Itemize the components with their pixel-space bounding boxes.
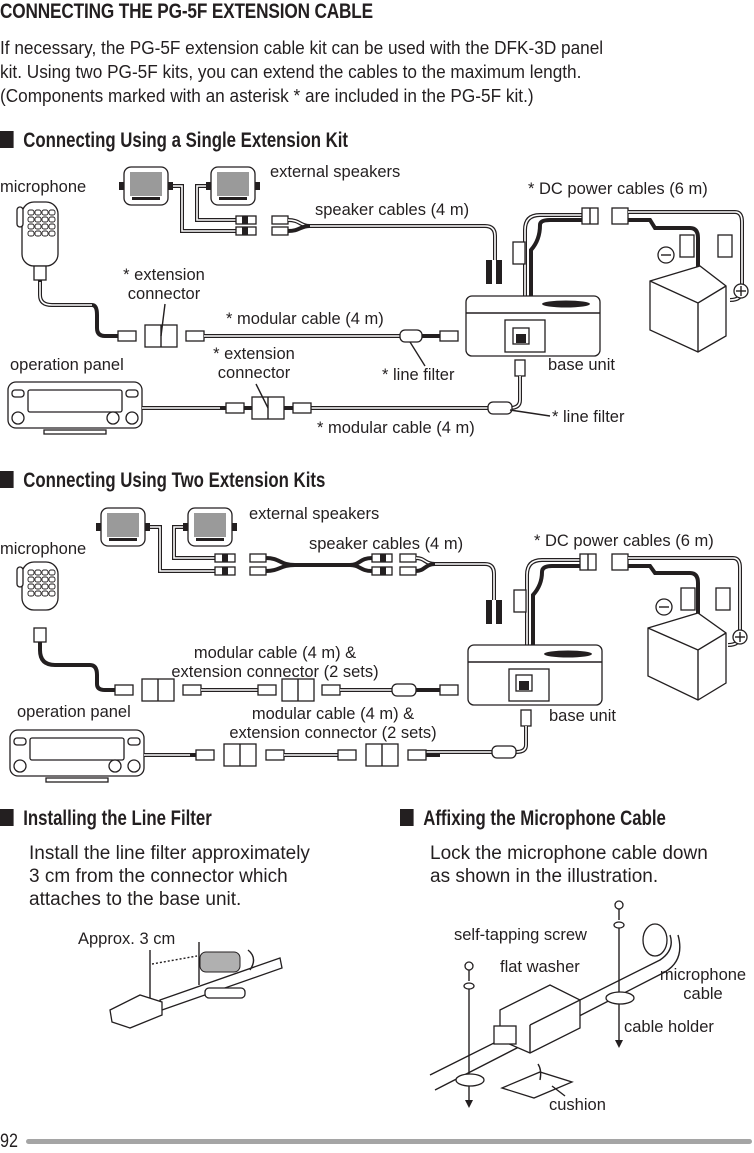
base-unit-icon — [465, 295, 601, 357]
bullet-square-icon — [0, 471, 14, 488]
intro-line: kit. Using two PG-5F kits, you can exten… — [0, 61, 582, 82]
label-operation-panel: operation panel — [10, 356, 124, 374]
paragraph-line: Lock the microphone cable down — [430, 843, 708, 864]
microphone-icon — [16, 201, 59, 281]
label-approx-distance: Approx. 3 cm — [78, 930, 176, 948]
label-microphone-cable: microphone cable — [652, 966, 754, 1004]
intro-paragraph: If necessary, the PG-5F extension cable … — [0, 36, 754, 108]
label-line: modular cable (4 m) & — [193, 644, 357, 662]
heading-text: Connecting Using Two Extension Kits — [23, 469, 326, 492]
line-filter-instructions: Install the line filter approximately 3 … — [29, 842, 310, 911]
heading-text: Affixing the Microphone Cable — [423, 807, 666, 830]
speaker-icon — [206, 166, 260, 206]
label-line: cable — [683, 985, 723, 1003]
label-modular-set: modular cable (4 m) & extension connecto… — [208, 705, 458, 743]
mic-cable-instructions: Lock the microphone cable down as shown … — [430, 842, 708, 888]
page-title: CONNECTING THE PG-5F EXTENSION CABLE — [0, 0, 373, 23]
label-line: modular cable (4 m) & — [251, 705, 415, 723]
paragraph-line: as shown in the illustration. — [430, 866, 659, 887]
label-base-unit: base unit — [549, 707, 616, 725]
label-modular-set: modular cable (4 m) & extension connecto… — [150, 644, 400, 682]
intro-line: If necessary, the PG-5F extension cable … — [0, 37, 604, 58]
label-microphone: microphone — [0, 540, 87, 558]
page-number: 92 — [0, 1131, 18, 1152]
label-extension-connector: * extension connector — [108, 266, 220, 304]
bullet-square-icon — [0, 131, 14, 148]
operation-panel-icon — [7, 381, 143, 435]
label-dc-power-cables: * DC power cables (6 m) — [528, 180, 708, 198]
section-heading-two-kits: Connecting Using Two Extension Kits — [0, 469, 325, 493]
footer-rule — [26, 1139, 752, 1144]
label-modular-cable: * modular cable (4 m) — [226, 310, 384, 328]
screw-icon — [613, 900, 625, 1040]
label-modular-cable: * modular cable (4 m) — [317, 419, 475, 437]
battery-icon — [649, 265, 727, 353]
label-external-speakers: external speakers — [249, 505, 380, 523]
section-heading-single-kit: Connecting Using a Single Extension Kit — [0, 129, 348, 153]
label-speaker-cables: speaker cables (4 m) — [315, 201, 470, 219]
label-cable-holder: cable holder — [624, 1018, 714, 1036]
label-base-unit: base unit — [548, 356, 615, 374]
label-dc-power-cables: * DC power cables (6 m) — [534, 532, 714, 550]
label-extension-connector: * extension connector — [198, 345, 310, 383]
paragraph-line: Install the line filter approximately — [29, 843, 310, 864]
base-unit-icon — [467, 644, 603, 706]
label-line: extension connector (2 sets) — [229, 724, 437, 742]
speaker-icon — [183, 507, 237, 547]
label-flat-washer: flat washer — [500, 958, 580, 976]
speaker-icon — [96, 507, 150, 547]
label-line-filter: * line filter — [382, 366, 455, 384]
label-external-speakers: external speakers — [270, 163, 401, 181]
paragraph-line: attaches to the base unit. — [29, 889, 242, 910]
label-line: connector — [127, 285, 201, 303]
operation-panel-icon — [9, 729, 145, 783]
section-heading-line-filter: Installing the Line Filter — [0, 807, 212, 831]
label-line: microphone — [659, 966, 747, 984]
label-self-tapping-screw: self-tapping screw — [454, 926, 587, 944]
heading-text: Connecting Using a Single Extension Kit — [23, 129, 349, 152]
battery-icon — [647, 612, 727, 701]
label-speaker-cables: speaker cables (4 m) — [309, 535, 464, 553]
label-microphone: microphone — [0, 178, 87, 196]
label-line: extension connector (2 sets) — [171, 663, 379, 681]
section-heading-mic-cable: Affixing the Microphone Cable — [400, 807, 666, 831]
intro-line: (Components marked with an asterisk * ar… — [0, 85, 534, 106]
speaker-icon — [119, 166, 173, 206]
label-operation-panel: operation panel — [17, 703, 131, 721]
label-line-filter: * line filter — [552, 408, 625, 426]
label-line: connector — [217, 364, 291, 382]
heading-text: Installing the Line Filter — [23, 807, 212, 830]
label-line: * extension — [123, 266, 205, 284]
bullet-square-icon — [0, 809, 14, 826]
microphone-icon — [16, 561, 59, 643]
label-line: * extension — [213, 345, 295, 363]
paragraph-line: 3 cm from the connector which — [29, 866, 288, 887]
label-cushion: cushion — [549, 1096, 606, 1114]
bullet-square-icon — [400, 809, 414, 826]
